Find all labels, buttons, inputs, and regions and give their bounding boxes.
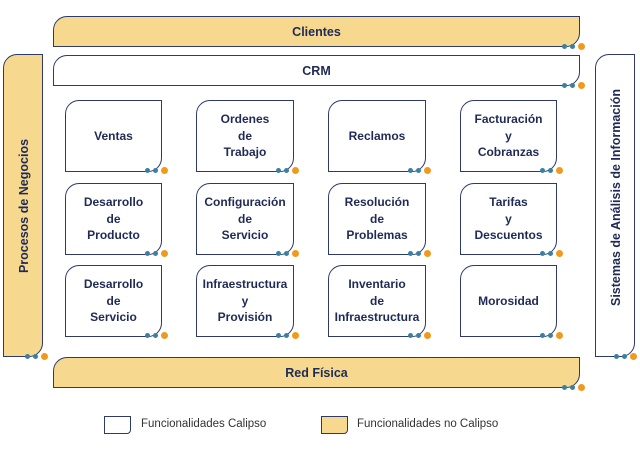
box-inventario-infraestructura: Inventario de Infraestructura bbox=[328, 265, 426, 337]
grid-dots-r1c4 bbox=[540, 167, 563, 174]
grid-dots-r1c3 bbox=[408, 167, 431, 174]
box-reclamos: Reclamos bbox=[328, 100, 426, 172]
grid-dots-r2c1 bbox=[145, 250, 168, 257]
legend-label-calipso: Funcionalidades Calipso bbox=[141, 418, 267, 430]
sistemas-band bbox=[595, 54, 635, 357]
box-desarrollo-producto: Desarrollo de Producto bbox=[65, 183, 162, 255]
grid-dots-r3c2 bbox=[276, 332, 299, 339]
clientes-band: Clientes bbox=[53, 16, 580, 47]
sistemas-label: Sistemas de Análisis de Información bbox=[609, 89, 623, 306]
box-morosidad: Morosidad bbox=[460, 265, 557, 337]
box-facturacion-cobranzas: Facturación y Cobranzas bbox=[460, 100, 557, 172]
legend-label-no-calipso: Funcionalidades no Calipso bbox=[357, 418, 499, 430]
grid-dots-r2c4 bbox=[540, 250, 563, 257]
procesos-band bbox=[3, 54, 43, 357]
procesos-label: Procesos de Negocios bbox=[17, 138, 31, 274]
red-fisica-label: Red Física bbox=[285, 365, 348, 380]
box-configuracion-servicio: Configuración de Servicio bbox=[196, 183, 294, 255]
red-fisica-band: Red Física bbox=[53, 357, 580, 388]
box-infraestructura-provision: Infraestructura y Provisión bbox=[196, 265, 294, 337]
crm-band: CRM bbox=[53, 55, 580, 86]
box-tarifas-descuentos: Tarifas y Descuentos bbox=[460, 183, 557, 255]
box-desarrollo-servicio: Desarrollo de Servicio bbox=[65, 265, 162, 337]
sistemas-dots bbox=[614, 353, 637, 360]
box-ordenes-trabajo: Ordenes de Trabajo bbox=[196, 100, 294, 172]
grid-dots-r3c4 bbox=[540, 332, 563, 339]
clientes-label: Clientes bbox=[292, 24, 341, 39]
crm-dots bbox=[562, 82, 585, 89]
legend-swatch-no-calipso bbox=[321, 416, 348, 434]
legend-swatch-calipso bbox=[104, 416, 131, 434]
clientes-dots bbox=[562, 43, 585, 50]
box-resolucion-problemas: Resolución de Problemas bbox=[328, 183, 426, 255]
red-fisica-dots bbox=[562, 384, 585, 391]
grid-dots-r3c3 bbox=[408, 332, 431, 339]
procesos-dots bbox=[25, 353, 48, 360]
crm-label: CRM bbox=[302, 63, 331, 78]
grid-dots-r2c2 bbox=[276, 250, 299, 257]
grid-dots-r1c1 bbox=[145, 167, 168, 174]
grid-dots-r2c3 bbox=[408, 250, 431, 257]
grid-dots-r1c2 bbox=[276, 167, 299, 174]
grid-dots-r3c1 bbox=[145, 332, 168, 339]
box-ventas: Ventas bbox=[65, 100, 162, 172]
